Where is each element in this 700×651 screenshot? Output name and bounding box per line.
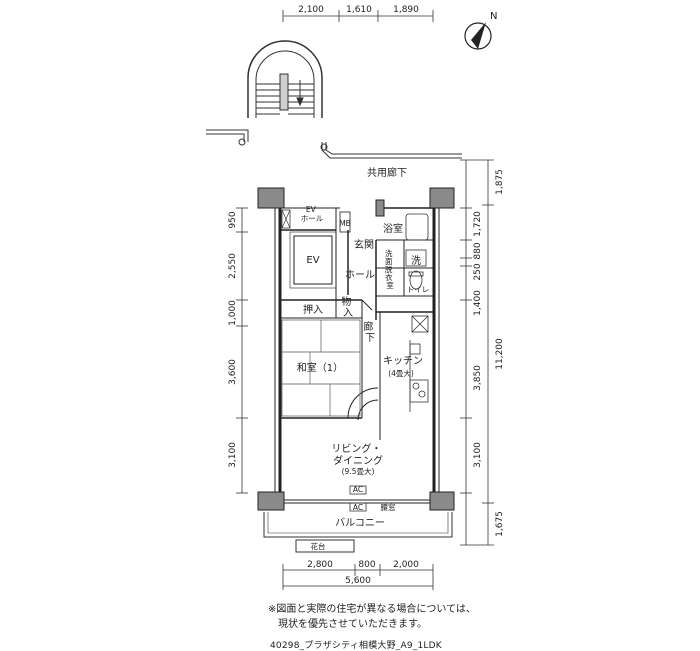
label-ev-hall: EV ホール [301, 205, 324, 223]
dim-bottom-2: 800 [358, 560, 375, 570]
dim-bottom-3: 2,000 [393, 560, 419, 570]
label-rouka-1: 廊 [363, 320, 373, 333]
dim-right-outer-1: 1,875 [495, 169, 505, 195]
columns [257, 187, 455, 511]
label-living: リビング・ ダイニング [331, 442, 384, 467]
dim-bottom-1: 2,800 [307, 560, 333, 570]
label-genkan: 玄関 [354, 238, 374, 251]
label-kadai: 花台 [311, 541, 326, 551]
dim-right-outer-3: 1,675 [495, 511, 505, 537]
dim-left-3: 1,000 [228, 300, 238, 326]
label-kitchen: キッチン [383, 355, 423, 367]
top-dimension [282, 10, 434, 22]
dim-right-outer-2: 11,200 [495, 338, 505, 370]
ac-units [349, 485, 367, 512]
dim-bottom-total: 5,600 [345, 576, 371, 586]
dim-left-1: 950 [228, 211, 238, 228]
north-arrow [464, 22, 492, 50]
label-balcony: バルコニー [335, 517, 385, 529]
fixtures [405, 213, 429, 412]
label-senmen-1: 洗 [385, 248, 393, 258]
label-oshiire: 押入 [303, 303, 323, 316]
ev-shaft [281, 209, 351, 289]
label-kitchen-size: (4畳大) [388, 368, 414, 378]
disclaimer-line-1: ※図面と実際の住宅が異なる場合については、 [268, 604, 476, 615]
label-wash: 洗 [411, 255, 421, 267]
label-senmen-4: 衣 [385, 272, 393, 282]
dim-right-5: 3,850 [473, 365, 483, 391]
label-ac-1: AC [353, 485, 363, 494]
dim-right-1: 1,720 [473, 211, 483, 237]
dim-right-3: 250 [473, 263, 483, 280]
label-bath: 浴室 [383, 222, 403, 235]
label-living-2: ダイニング [333, 454, 383, 467]
dim-left-2: 2,550 [228, 253, 238, 279]
label-hall: ホール [345, 269, 375, 281]
disclaimer-line-2: 現状を優先させていただきます。 [278, 619, 427, 630]
label-senmen: 洗 面 脱 衣 室 [385, 248, 395, 290]
label-mono-2: 入 [343, 308, 353, 319]
label-living-size: (9.5畳大) [342, 466, 375, 476]
dim-top-2: 1,610 [346, 5, 372, 15]
label-rouka-2: 下 [365, 333, 375, 344]
dim-right-4: 1,400 [473, 290, 483, 316]
dim-right-6: 3,100 [473, 442, 483, 468]
label-common-corridor: 共用廊下 [367, 166, 407, 179]
disclaimer-note: ※図面と実際の住宅が異なる場合については、 現状を優先させていただきます。 [268, 602, 476, 632]
dim-left-5: 3,100 [228, 442, 238, 468]
plan-caption: 40298_プラザシティ相模大野_A9_1LDK [270, 641, 442, 651]
label-mono: 物 入 [341, 295, 354, 319]
label-senmen-2: 面 [385, 257, 393, 266]
label-mono-1: 物 [341, 295, 351, 308]
right-dimension [460, 159, 494, 546]
label-mb: MB [339, 219, 351, 228]
dim-right-2: 880 [473, 242, 483, 259]
label-washitsu: 和室（1） [297, 361, 343, 374]
label-ev: EV [306, 255, 319, 266]
label-senmen-3: 脱 [385, 264, 393, 274]
label-living-1: リビング・ [331, 442, 381, 455]
tatami [281, 319, 361, 417]
stair-tower [206, 40, 462, 159]
left-dimension [236, 207, 248, 494]
label-ac-2: AC [353, 503, 363, 512]
label-koshimado: 腰窓 [381, 502, 396, 512]
label-senmen-5: 室 [386, 280, 394, 290]
label-rouka: 廊 下 [363, 320, 376, 344]
dim-top-1: 2,100 [298, 5, 324, 15]
label-ev-hall-1: EV [306, 205, 317, 214]
label-toilet: トイレ [407, 285, 430, 294]
bottom-dimension [282, 564, 434, 590]
dim-left-4: 3,600 [228, 359, 238, 385]
balcony [263, 512, 453, 553]
dim-top-3: 1,890 [393, 5, 419, 15]
label-ev-hall-2: ホール [301, 214, 324, 223]
north-label: N [490, 11, 497, 22]
